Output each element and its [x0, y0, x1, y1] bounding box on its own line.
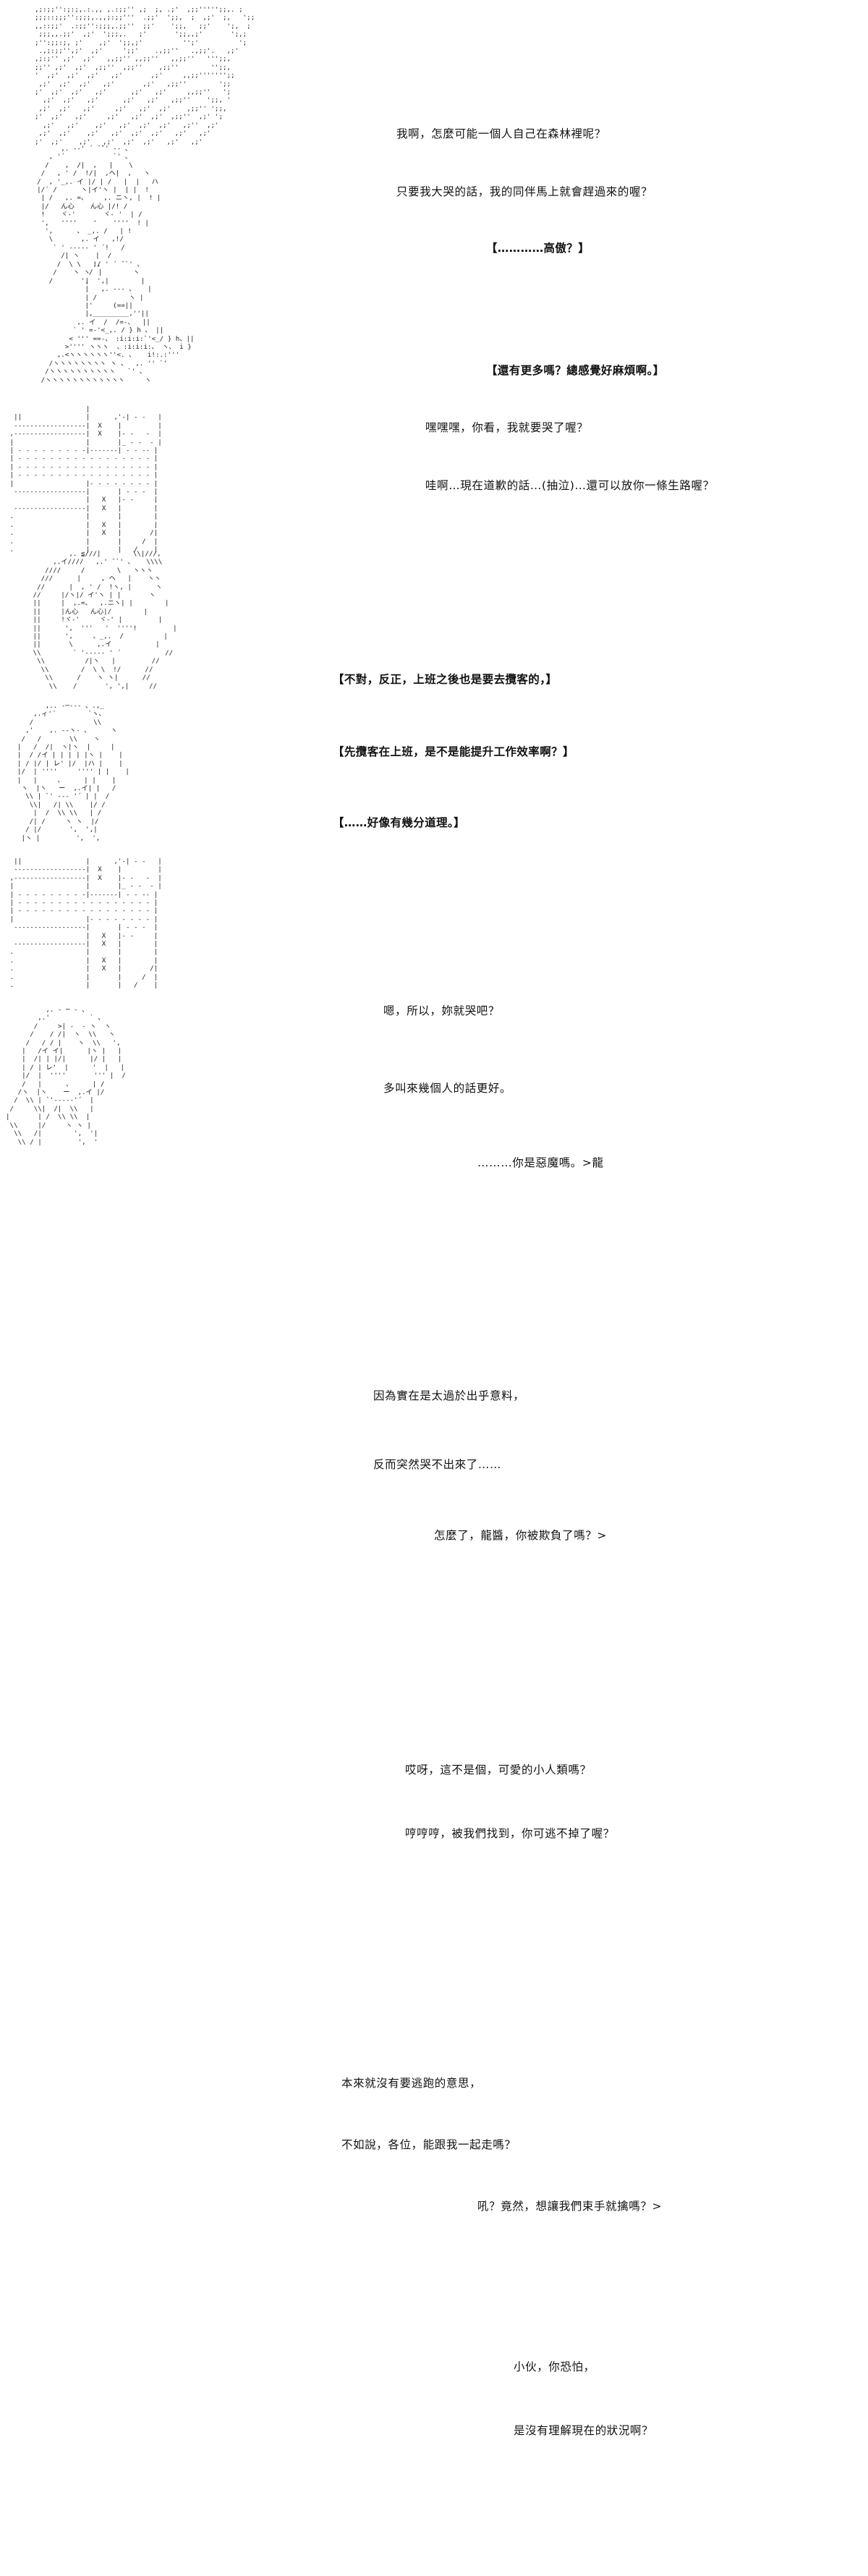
- dialogue-line: 本來就沒有要逃跑的意思，: [341, 2077, 482, 2090]
- dialogue-line: 因為實在是太過於出乎意料，: [373, 1389, 525, 1402]
- thought-line: 【不對，反正，上班之後也是要去攬客的，】: [333, 673, 558, 686]
- dialogue-line: 哼哼哼，被我們找到，你可逃不掉了喔？: [405, 1827, 615, 1840]
- dialogue-line: 哇啊…現在道歉的話…(抽泣)…還可以放你一條生路喔？: [425, 479, 715, 492]
- thought-line: 【還有更多嗎？總感覺好麻煩啊。】: [486, 364, 665, 377]
- thought-line: 【……好像有幾分道理。】: [333, 816, 466, 829]
- dialogue-line: 多叫來幾個人的話更好。: [383, 1082, 512, 1095]
- dialogue-line: 反而突然哭不出來了……: [373, 1458, 502, 1471]
- ascii-art-figure: ,;:;;'':;:;,.:.,, ,.:;;'' ,; ;, .;' ,;;'…: [35, 6, 255, 146]
- dialogue-line: 小伙，你恐怕，: [514, 2360, 595, 2373]
- ascii-art-figure: | || | ,'‐| ‐ ‐ | ------------------| X …: [9, 405, 162, 554]
- dialogue-line: 嗯，所以，妳就哭吧？: [383, 1004, 501, 1017]
- dialogue-line: 哎呀，這不是個，可愛的小人類嗎？: [405, 1763, 592, 1776]
- ascii-art-figure: ,.. -─--- 、.,_ ,.ィ'´ `ヽ、 / \\ ,' ,. -‐ヽ‐…: [17, 702, 129, 842]
- ascii-art-figure: || | ,'‐| ‐ ‐ | ------------------| X | …: [9, 857, 162, 990]
- ascii-art-figure: ,. -‐' ´ ̄ ̄`' ‐- 、 , '´ `' 、 / , /| , |…: [37, 145, 161, 285]
- ascii-art-figure: ,. ≦///| \\|///, ,.イ//// ,.' ̄ `' 、 \\\\…: [33, 550, 177, 690]
- ascii-art-figure: ,. ' ´ ̄ `' 、 / ヽ | | | ,. -‐- 、 | | / ヽ…: [41, 260, 195, 384]
- thought-line: 【先攬客在上班，是不是能提升工作效率啊？】: [333, 745, 574, 758]
- dialogue-line: 吼？竟然，想讓我們束手就擒嗎？>: [477, 2200, 663, 2213]
- thought-line: 【…………高傲？】: [486, 242, 590, 255]
- dialogue-line: 只要我大哭的話，我的同伴馬上就會趕過來的喔？: [396, 185, 653, 198]
- dialogue-line: 我啊，怎麼可能一個人自己在森林裡呢？: [396, 127, 606, 140]
- dialogue-line: 不如說，各位，能跟我一起走嗎？: [341, 2138, 516, 2151]
- dialogue-line: 是沒有理解現在的狀況啊？: [514, 2424, 654, 2437]
- dialogue-line: 嘿嘿嘿，你看，我就要哭了喔？: [425, 421, 589, 434]
- ascii-art-figure: ,. ‐ ─ ‐ 、 ,.' ` 、 / >| ‐ ‐ ヽ ヽ / / /| ヽ…: [6, 1006, 126, 1146]
- dialogue-line: 怎麼了，龍醬，你被欺負了嗎？>: [434, 1529, 607, 1542]
- dialogue-line: ………你是惡魔嗎。>龍: [477, 1156, 604, 1169]
